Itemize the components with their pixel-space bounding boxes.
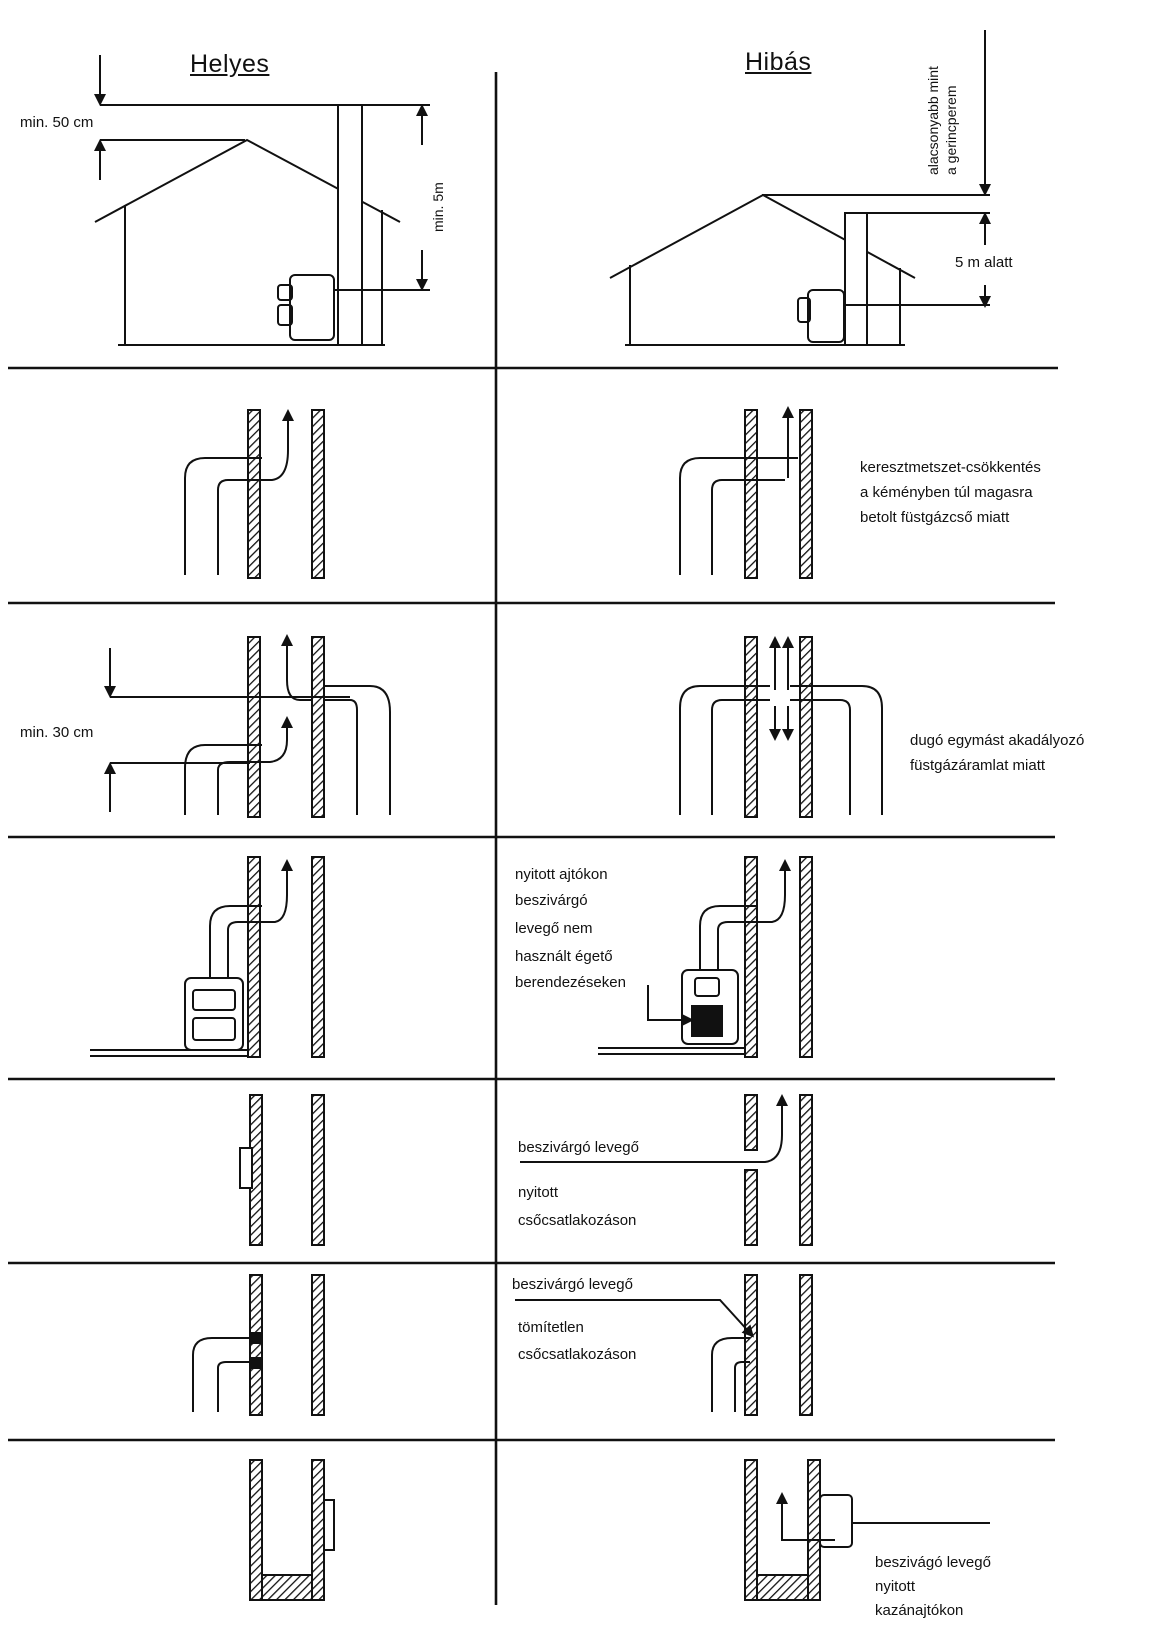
label-under-5m: 5 m alatt	[955, 254, 1013, 271]
label-row2-wrong-3: betolt füstgázcső miatt	[860, 509, 1010, 526]
sealed-joint-wrong	[515, 1274, 813, 1416]
label-row3-wrong-1: dugó egymást akadályozó	[910, 732, 1085, 749]
label-row5-wrong-1: beszivárgó levegő	[518, 1139, 639, 1156]
house-wrong	[609, 30, 991, 346]
chimney-base-wrong	[744, 1459, 990, 1601]
label-row7-wrong-1: beszivágó levegő	[875, 1554, 991, 1571]
flue-entry-correct	[184, 409, 325, 579]
header-correct: Helyes	[190, 50, 270, 78]
label-row4-wrong-5: berendezéseken	[515, 974, 626, 991]
two-flues-wrong	[679, 636, 883, 818]
label-min-above-ridge: min. 50 cm	[20, 114, 94, 131]
grid-lines	[8, 72, 1058, 1605]
house-correct	[94, 55, 430, 346]
chimney-base-correct	[249, 1459, 335, 1601]
sealed-joint-correct	[192, 1274, 325, 1416]
connection-wrong	[520, 1094, 813, 1246]
label-row2-wrong-1: keresztmetszet-csökkentés	[860, 459, 1041, 476]
label-row6-wrong-3: csőcsatlakozáson	[518, 1346, 637, 1363]
label-min-spacing: min. 30 cm	[20, 724, 94, 741]
label-below-ridge-line1: alacsonyabb mint	[925, 66, 941, 175]
label-row3-wrong-2: füstgázáramlat miatt	[910, 757, 1046, 774]
label-row5-wrong-3: csőcsatlakozáson	[518, 1212, 637, 1229]
label-row7-wrong-3: kazánajtókon	[875, 1602, 964, 1619]
label-row4-wrong-3: levegő nem	[515, 920, 593, 937]
label-row4-wrong-4: használt égető	[515, 948, 613, 965]
two-flues-correct	[104, 634, 391, 818]
label-row7-wrong-2: nyitott	[875, 1578, 916, 1595]
label-row4-wrong-2: beszivárgó	[515, 892, 588, 909]
label-row4-wrong-1: nyitott ajtókon	[515, 866, 608, 883]
label-row6-wrong-2: tömítetlen	[518, 1319, 584, 1336]
boiler-correct	[90, 856, 325, 1058]
label-row5-wrong-2: nyitott	[518, 1184, 559, 1201]
label-below-ridge-line2: a gerincperem	[943, 85, 959, 176]
boiler-wrong	[598, 856, 813, 1058]
label-row6-wrong-1: beszivárgó levegő	[512, 1276, 633, 1293]
header-wrong: Hibás	[745, 48, 812, 76]
label-min-height: min. 5m	[430, 182, 446, 232]
flue-entry-wrong	[679, 406, 813, 579]
label-row2-wrong-2: a kéményben túl magasra	[860, 484, 1033, 501]
connection-correct	[239, 1094, 325, 1246]
